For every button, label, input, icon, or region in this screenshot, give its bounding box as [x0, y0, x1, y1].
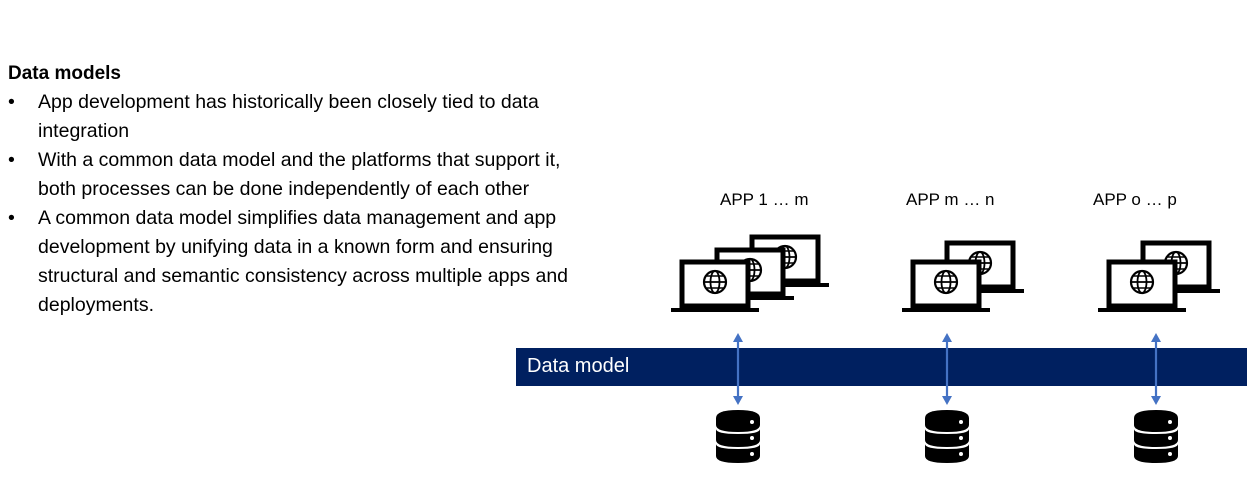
bullet-item-2: With a common data model and the platfor…	[8, 146, 588, 204]
bullet-item-3: A common data model simplifies data mana…	[8, 204, 588, 320]
data-model-label: Data model	[527, 355, 630, 377]
section-heading: Data models	[8, 63, 121, 84]
app-group-label-1: APP 1 … m	[720, 190, 809, 209]
database-icon	[925, 410, 969, 463]
bidirectional-arrow-icon	[1151, 333, 1161, 405]
text-panel: Data models App development has historic…	[8, 60, 588, 320]
bullet-list: App development has historically been cl…	[8, 88, 588, 320]
bidirectional-arrow-icon	[942, 333, 952, 405]
bidirectional-arrow-icon	[733, 333, 743, 405]
data-model-bar: Data model	[516, 348, 1247, 386]
app-group-label-3: APP o … p	[1093, 190, 1177, 209]
bullet-item-1: App development has historically been cl…	[8, 88, 588, 146]
database-icon	[1134, 410, 1178, 463]
laptop-globe-icon	[671, 262, 759, 312]
laptop-globe-icon	[902, 262, 990, 312]
database-icon	[716, 410, 760, 463]
app-group-1	[671, 237, 829, 312]
laptop-globe-icon	[1098, 262, 1186, 312]
app-group-2	[902, 243, 1024, 312]
app-group-3	[1098, 243, 1220, 312]
app-group-label-2: APP m … n	[906, 190, 995, 209]
